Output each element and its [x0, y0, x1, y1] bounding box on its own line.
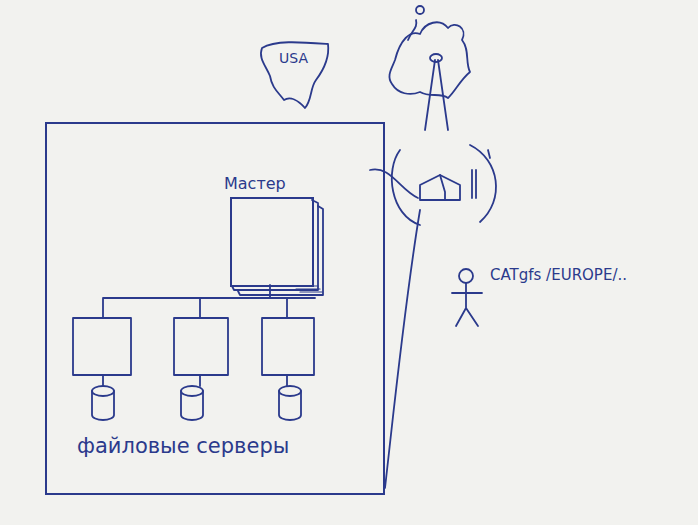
zoom-line [385, 210, 420, 488]
master-shadow [238, 206, 323, 295]
server-box [73, 318, 131, 375]
zoom-point [430, 54, 442, 62]
zoom-line [370, 169, 418, 198]
disk-symbol [279, 386, 301, 420]
server-box [174, 318, 228, 375]
disk-symbol [181, 386, 203, 420]
building-symbol [420, 150, 490, 200]
group-label: файловые серверы [77, 434, 289, 458]
user-figure [452, 269, 482, 326]
master-shadow [232, 200, 318, 290]
disk-symbol [92, 386, 114, 420]
zoom-cone [425, 60, 448, 130]
tree-wire [103, 285, 315, 318]
europe-map [408, 20, 416, 40]
cluster-frame: файловые серверы Мастер [45, 122, 385, 495]
command-text: CATgfs /EUROPE/.. [488, 266, 629, 284]
disk-wire [103, 375, 287, 386]
europe-map [389, 22, 470, 98]
map-label: USA [277, 50, 310, 66]
usa-map [261, 42, 328, 108]
europe-map [416, 6, 424, 14]
node-title: Мастер [224, 174, 286, 193]
zoom-circle [392, 145, 496, 225]
server-box [262, 318, 314, 375]
master-box: Мастер [230, 197, 314, 287]
